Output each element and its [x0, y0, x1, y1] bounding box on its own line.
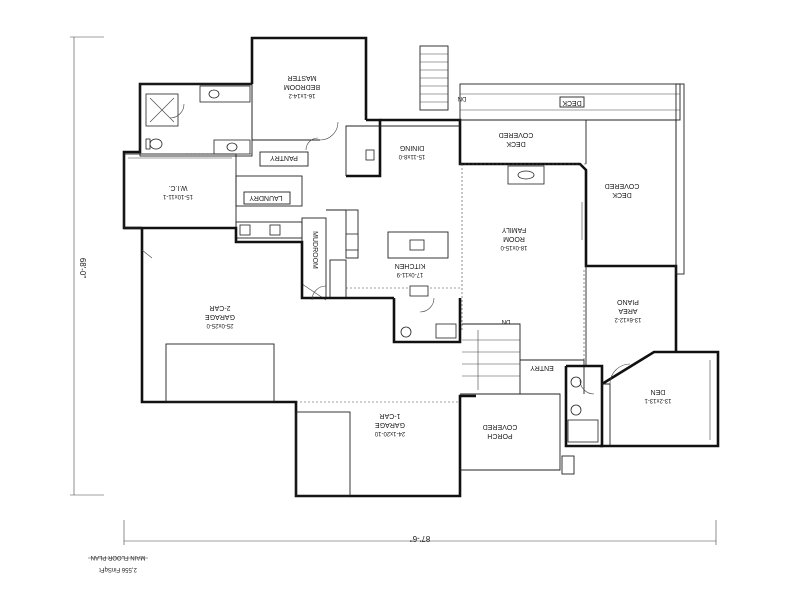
dining: [345, 125, 460, 176]
one-car-garage: [295, 401, 460, 497]
plan-subtitle: 2,556 FinSqFt: [99, 566, 137, 572]
master-bedroom-label-2: BEDROOM: [284, 83, 320, 90]
mudroom-label: MUDROOM: [311, 231, 318, 269]
garage1-label-2: GARAGE: [375, 421, 405, 428]
pantry-label: PANTRY: [270, 154, 298, 161]
master-bath: [139, 83, 253, 157]
kitchen-label: KITCHEN: [395, 262, 426, 269]
family-room-label-1: FAMILY: [501, 226, 526, 233]
laundry-label: LAUNDRY: [249, 194, 283, 201]
entry: [520, 359, 585, 394]
dimension-horizontal: [123, 520, 717, 545]
laundry: [235, 175, 303, 207]
main-stair: [462, 323, 521, 395]
garage2-label-1: 2-CAR: [209, 304, 230, 311]
mudroom-cabinets: [235, 221, 303, 239]
wic-dims: 15-10x11-1: [162, 193, 193, 199]
two-car-garage: [142, 226, 394, 403]
garage2-dims: 25-0x25-0: [206, 322, 234, 328]
dimension-vertical: [70, 36, 104, 496]
dining-dims: 15-11x8-0: [398, 153, 425, 159]
family-room: [461, 164, 585, 360]
deck-label: DECK: [562, 99, 582, 106]
piano-area-label-1: PIANO: [617, 298, 639, 305]
entry-label: ENTRY: [530, 364, 554, 371]
covered-deck-top-label-2: DECK: [506, 140, 526, 147]
dining-label: DINING: [400, 144, 425, 151]
covered-deck-right-label-2: DECK: [612, 191, 632, 198]
piano-area-dims: 13-6x12-2: [614, 316, 642, 322]
family-room-label-2: ROOM: [503, 235, 525, 242]
doors: [141, 103, 595, 395]
den-bath: [564, 364, 604, 448]
powder-room: [392, 298, 462, 344]
width-dimension-label: 87'-6": [410, 534, 431, 543]
plan-title: MAIN FLOOR PLAN: [91, 554, 146, 560]
covered-deck-top-label-1: COVERED: [499, 131, 534, 138]
kitchen-dims: 17-0x11-9: [396, 271, 423, 277]
den-label: DEN: [651, 388, 666, 395]
wic-label: W.I.C.: [168, 184, 187, 191]
kitchen: [326, 209, 460, 299]
covered-porch-label-2: PORCH: [487, 432, 512, 439]
covered-deck-right-label-1: COVERED: [605, 182, 640, 189]
garage1-label-1: 1-CAR: [379, 412, 400, 419]
deck-stair: [419, 45, 449, 111]
family-room-dims: 18-0x15-0: [500, 244, 528, 250]
deck-stair-dn-label: DN: [458, 95, 467, 101]
den: [602, 360, 711, 446]
garage2-label-2: GARAGE: [205, 313, 235, 320]
garage1-dims: 24-1x20-10: [374, 430, 405, 436]
den-dims: 13-2x13-1: [644, 397, 672, 403]
master-bedroom-dims: 16-1x14-2: [288, 92, 316, 98]
pantry: [259, 151, 309, 167]
covered-porch: [460, 393, 575, 475]
depth-dimension-label: 68'-0": [78, 258, 87, 279]
master-bedroom-label-1: MASTER: [287, 74, 316, 81]
deck: [459, 83, 685, 275]
piano-area-label-2: AREA: [618, 307, 637, 314]
covered-deck-right: [586, 119, 677, 266]
covered-porch-label-1: COVERED: [483, 423, 518, 430]
main-stair-dn-label: DN: [502, 318, 511, 324]
